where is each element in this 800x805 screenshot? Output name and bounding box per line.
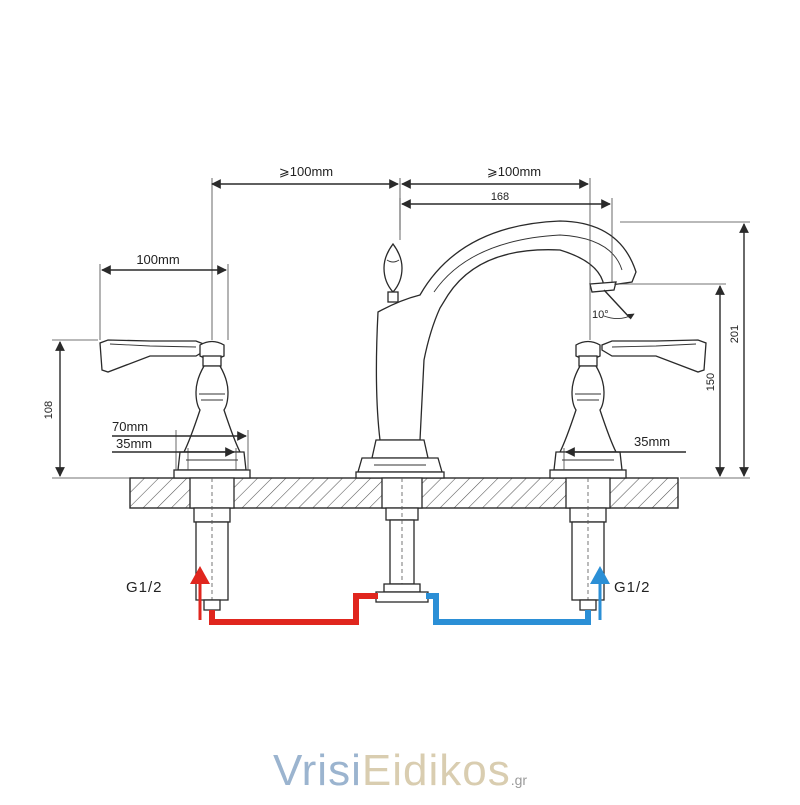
hot-supply-line (190, 566, 378, 625)
left-connection-label: G1/2 (126, 579, 163, 596)
dim-right-base: 35mm (634, 434, 670, 449)
brand-suffix: .gr (510, 772, 528, 788)
dim-right-height-spout: 150 (705, 373, 717, 391)
dimensions (52, 178, 750, 479)
brand-part-2: Eidikos (361, 746, 511, 795)
dim-left-base-inner: 35mm (116, 436, 152, 451)
cold-arrow-icon (590, 566, 610, 584)
left-handle-valve (99, 339, 251, 611)
dim-left-handle-span: 100mm (136, 252, 179, 267)
right-handle-valve (549, 339, 707, 611)
hot-arrow-icon (190, 566, 210, 584)
dim-top-right: ⩾100mm (487, 164, 541, 179)
cold-supply-line (426, 566, 610, 625)
right-connection-label: G1/2 (614, 579, 651, 596)
brand-part-1: Vrisi (272, 746, 362, 795)
dim-spout-reach: 168 (491, 191, 509, 203)
dim-spout-angle: 10° (592, 309, 609, 321)
dim-right-height-total: 201 (729, 325, 741, 343)
dim-left-base-outer: 70mm (112, 419, 148, 434)
dim-left-height: 108 (43, 401, 55, 419)
brand-watermark: VrisiEidikos.gr (0, 746, 800, 796)
dim-top-left: ⩾100mm (279, 164, 333, 179)
spout (355, 220, 637, 603)
